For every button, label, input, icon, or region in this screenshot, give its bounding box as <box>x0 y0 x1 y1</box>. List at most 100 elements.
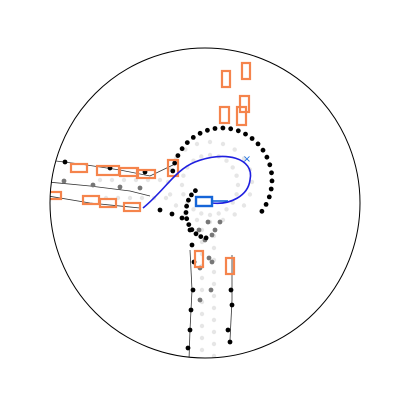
road-edge-point <box>259 208 265 214</box>
road-edge-point <box>186 222 192 228</box>
lane-center-points <box>61 178 223 303</box>
sample-point <box>211 293 217 299</box>
sample-point <box>121 177 127 183</box>
agent-box <box>193 249 205 269</box>
sample-point <box>232 212 237 217</box>
agent-box <box>50 190 63 201</box>
lane-point <box>90 182 96 188</box>
sample-point <box>199 211 204 216</box>
sample-point <box>211 305 217 311</box>
agent-box <box>122 201 142 213</box>
agent-box <box>235 105 248 127</box>
sample-point <box>127 195 133 201</box>
lane-point <box>117 184 123 190</box>
sample-point <box>199 323 205 329</box>
road-edge-point <box>260 147 266 153</box>
road-edge-point <box>193 188 198 194</box>
agent-box <box>238 94 251 114</box>
sample-point <box>163 195 169 201</box>
road-edge-point <box>269 170 274 176</box>
sample-point <box>194 217 200 223</box>
lane-point <box>205 219 211 225</box>
lane-line-4 <box>229 255 233 341</box>
sample-point <box>199 311 205 317</box>
sample-point <box>199 347 205 353</box>
sample-point <box>211 317 217 323</box>
sample-point <box>199 154 204 159</box>
road-edge-point <box>157 207 163 213</box>
ego-box <box>194 195 214 208</box>
lane-line-3 <box>188 249 193 358</box>
road-edge-point <box>212 126 218 131</box>
sample-point <box>234 173 239 178</box>
road-edge-point <box>185 345 191 351</box>
road-edge-point <box>267 162 273 168</box>
road-edge-point <box>205 127 210 133</box>
agent-box <box>220 69 232 89</box>
road-edge-point <box>235 128 241 134</box>
road-edge-point <box>228 287 234 293</box>
agent-box <box>166 158 180 178</box>
road-edge-point <box>175 153 181 159</box>
agent-vehicles <box>50 61 252 276</box>
road-edge-point <box>184 216 190 222</box>
road-edge-point <box>268 186 274 192</box>
sample-point <box>181 192 186 197</box>
road-edge-point <box>255 141 261 147</box>
road-edge-point <box>188 307 194 313</box>
lane-point <box>197 297 203 303</box>
road-edge-point <box>227 339 233 345</box>
road-edge-point <box>169 211 175 217</box>
road-edge-point <box>190 135 196 140</box>
sample-point <box>109 177 115 183</box>
lane-point <box>61 178 67 184</box>
road-edge-point <box>189 242 195 248</box>
ego-vehicle <box>194 195 228 208</box>
agent-box <box>240 61 252 81</box>
lane-line-1 <box>50 181 151 197</box>
agent-box <box>69 162 89 174</box>
road-edge-point <box>198 234 204 240</box>
sample-point <box>211 281 217 287</box>
road-edge-point <box>190 287 196 293</box>
agent-box <box>218 105 231 125</box>
road-edge-point <box>187 327 193 333</box>
sample-point <box>199 287 205 293</box>
sample-point <box>157 177 163 183</box>
road-edge-point <box>172 160 178 166</box>
sample-point <box>211 269 217 275</box>
road-edge-point <box>203 235 209 241</box>
sample-point <box>241 203 247 208</box>
sample-point <box>211 245 217 251</box>
road-edge-points <box>62 125 275 351</box>
sample-point <box>181 173 186 178</box>
road-edge-point <box>229 302 235 308</box>
sample-point <box>234 192 239 197</box>
road-edge-point <box>179 146 185 152</box>
sample-point <box>167 192 173 197</box>
lane-point <box>217 219 223 225</box>
road-edge-point <box>197 130 203 136</box>
road-edge-point <box>187 227 193 233</box>
road-edge-point <box>189 192 194 198</box>
agent-box <box>135 168 157 180</box>
sample-point <box>224 207 229 212</box>
lane-point <box>212 227 218 233</box>
sample-point <box>230 165 235 170</box>
sample-point <box>235 182 241 188</box>
sample-point <box>211 341 217 347</box>
road-edge-point <box>184 203 190 209</box>
road-edge-point <box>266 194 272 200</box>
road-edge-point <box>225 327 231 333</box>
sample-point <box>207 212 213 218</box>
sample-point <box>224 158 229 163</box>
sample-point <box>194 141 200 147</box>
sample-point <box>220 141 226 147</box>
road-edge-point <box>249 136 255 141</box>
sample-point <box>216 211 221 216</box>
sample-point <box>247 192 253 197</box>
agent-box <box>224 256 236 276</box>
road-edge-point <box>183 210 189 215</box>
sample-point <box>199 335 205 341</box>
